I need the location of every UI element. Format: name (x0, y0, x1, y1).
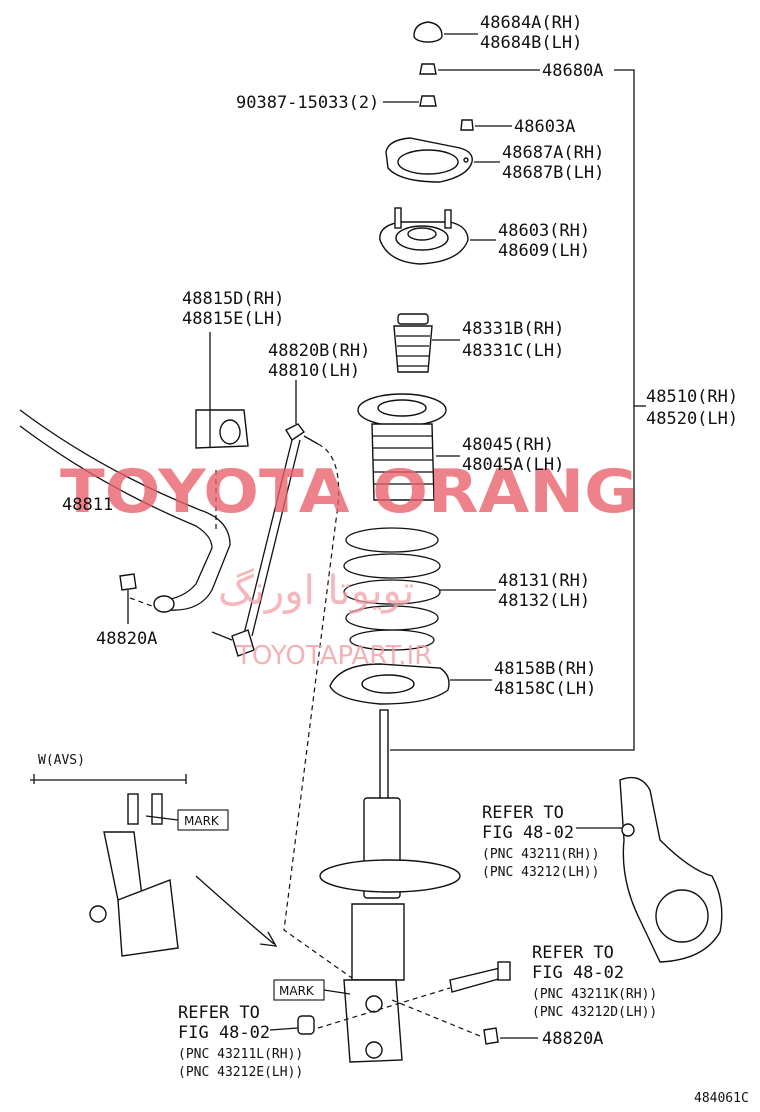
label-cap-rh: 48684A(RH) (480, 13, 582, 33)
bound-bumper-part (393, 313, 433, 373)
label-assembly: 48510(RH) 48520(LH) (646, 387, 738, 429)
refer-bolt-line3: (PNC 43211K(RH)) (532, 987, 657, 1002)
label-link-lh: 48810(LH) (268, 361, 360, 381)
mark-box-left (145, 809, 229, 831)
nut-part (297, 1015, 315, 1035)
label-boot: 48045(RH) 48045A(LH) (462, 435, 564, 475)
refer-nut-line2: FIG 48-02 (178, 1023, 270, 1043)
label-plate-lh: 48687B(LH) (502, 163, 604, 183)
shock-absorber-part (319, 709, 461, 1063)
nut-90387-part (419, 95, 437, 107)
label-link: 48820B(RH) 48810(LH) (268, 341, 370, 381)
refer-knuckle-line2: FIG 48-02 (482, 823, 574, 843)
label-variant: W(AVS) (38, 753, 85, 768)
label-nut-820a-left: 48820A (96, 629, 157, 649)
label-mark-left: MARK (184, 814, 220, 828)
label-cap: 48684A(RH) 48684B(LH) (480, 13, 582, 53)
label-nut-603a: 48603A (514, 117, 575, 137)
refer-bolt-line1: REFER TO (532, 943, 614, 963)
dust-boot-part (357, 393, 447, 501)
label-nut-820a-bottom: 48820A (542, 1029, 603, 1049)
steering-knuckle-part (619, 776, 723, 963)
label-bushing-lh: 48815E(LH) (182, 309, 284, 329)
refer-knuckle-line3: (PNC 43211(RH)) (482, 847, 599, 862)
label-bumper-lh: 48331C(LH) (462, 341, 564, 361)
label-link-rh: 48820B(RH) (268, 341, 370, 361)
refer-nut-line4: (PNC 43212E(LH)) (178, 1065, 303, 1080)
refer-bolt: REFER TO FIG 48-02 (PNC 43211K(RH)) (PNC… (532, 943, 657, 1020)
label-nut-90387: 90387-15033(2) (236, 93, 379, 113)
stabilizer-link-part (211, 423, 319, 657)
refer-knuckle-line1: REFER TO (482, 803, 564, 823)
label-support-rh: 48603(RH) (498, 221, 590, 241)
refer-nut: REFER TO FIG 48-02 (PNC 43211L(RH)) (PNC… (178, 1003, 303, 1080)
label-insulator: 48158B(RH) 48158C(LH) (494, 659, 596, 699)
label-nut-top: 48680A (542, 61, 603, 81)
label-bushing-rh: 48815D(RH) (182, 289, 284, 309)
watermark-url: TOYOTAPART.IR (235, 641, 432, 671)
dust-cap-part (413, 21, 443, 43)
label-plate-rh: 48687A(RH) (502, 143, 604, 163)
label-spring-lh: 48132(LH) (498, 591, 590, 611)
refer-nut-line1: REFER TO (178, 1003, 260, 1023)
refer-bolt-line2: FIG 48-02 (532, 963, 624, 983)
support-plate-part (385, 137, 473, 183)
nut-48820a-left-part (119, 573, 137, 591)
label-boot-lh: 48045A(LH) (462, 455, 564, 475)
spring-insulator-part (329, 663, 450, 705)
mark-box-bottom (273, 979, 351, 1001)
nut-48603a-part (460, 119, 474, 131)
strut-mount-part (379, 207, 469, 265)
label-bushing: 48815D(RH) 48815E(LH) (182, 289, 284, 329)
label-cap-lh: 48684B(LH) (480, 33, 582, 53)
label-bumper-rh: 48331B(RH) (462, 319, 564, 339)
refer-bolt-line4: (PNC 43212D(LH)) (532, 1005, 657, 1020)
label-stabilizer: 48811 (62, 495, 113, 515)
refer-knuckle: REFER TO FIG 48-02 (PNC 43211(RH)) (PNC … (482, 803, 599, 880)
coil-spring-part (343, 527, 441, 651)
label-mark-bottom: MARK (279, 984, 315, 998)
nut-48820a-bottom-part (483, 1027, 499, 1045)
label-insulator-rh: 48158B(RH) (494, 659, 596, 679)
figure-number: 484061C (694, 1091, 749, 1106)
label-bumper: 48331B(RH) 48331C(LH) (462, 319, 564, 361)
label-boot-rh: 48045(RH) (462, 435, 554, 455)
watermark: TOYOTA ORANG تویوتا اورنگ TOYOTAPART.IR (60, 457, 638, 671)
watermark-main: TOYOTA ORANG (60, 457, 638, 527)
avs-strut-part (30, 774, 187, 957)
stabilizer-bar-part (19, 409, 231, 613)
label-support: 48603(RH) 48609(LH) (498, 221, 590, 261)
lock-nut-part (419, 63, 437, 75)
label-support-lh: 48609(LH) (498, 241, 590, 261)
label-insulator-lh: 48158C(LH) (494, 679, 596, 699)
refer-knuckle-line4: (PNC 43212(LH)) (482, 865, 599, 880)
bolt-part (449, 961, 511, 993)
label-assembly-rh: 48510(RH) (646, 387, 738, 407)
label-spring-rh: 48131(RH) (498, 571, 590, 591)
label-plate: 48687A(RH) 48687B(LH) (502, 143, 604, 183)
refer-nut-line3: (PNC 43211L(RH)) (178, 1047, 303, 1062)
watermark-persian: تویوتا اورنگ (218, 568, 414, 614)
label-spring: 48131(RH) 48132(LH) (498, 571, 590, 611)
label-assembly-lh: 48520(LH) (646, 409, 738, 429)
stabilizer-bushing-part (195, 409, 249, 449)
assembly-bracket-line (390, 69, 635, 751)
